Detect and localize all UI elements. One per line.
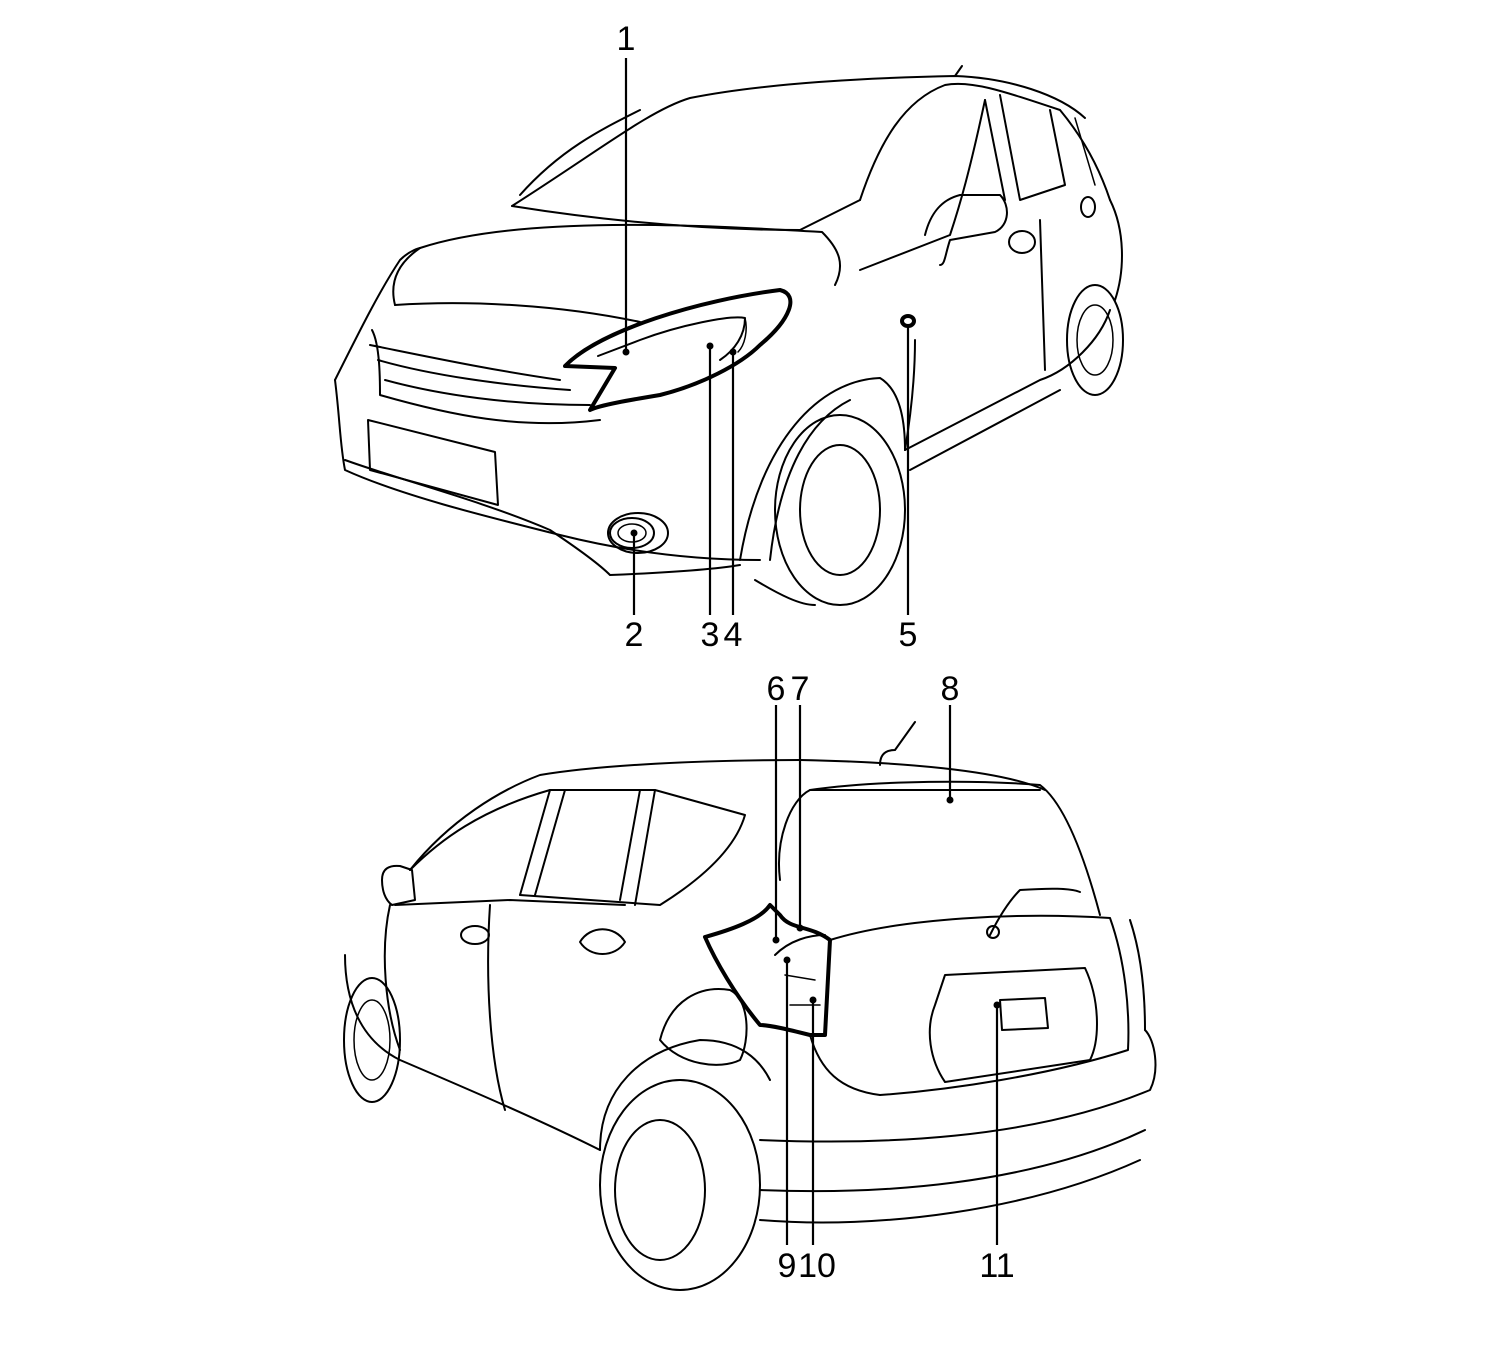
rear-view-car xyxy=(343,721,1157,1291)
callout-8: 8 xyxy=(941,670,960,708)
callout-9: 9 xyxy=(778,1247,797,1285)
leader-11-dot xyxy=(993,1001,1001,1009)
leader-7-dot xyxy=(796,924,804,932)
callout-10: 10 xyxy=(798,1247,836,1285)
callout-2: 2 xyxy=(625,616,644,654)
leader-3-dot xyxy=(706,342,714,350)
callout-7: 7 xyxy=(791,670,810,708)
callout-5: 5 xyxy=(899,616,918,654)
leader-10-dot xyxy=(809,996,817,1004)
leader-2-dot xyxy=(630,529,638,537)
leader-1-dot xyxy=(622,348,630,356)
leader-lines xyxy=(622,58,1001,1245)
callout-4: 4 xyxy=(724,616,743,654)
leader-9-dot xyxy=(783,956,791,964)
front-view-car xyxy=(334,65,1124,606)
callout-11: 11 xyxy=(979,1247,1014,1285)
callout-1: 1 xyxy=(617,20,636,58)
leader-4-dot xyxy=(729,348,737,356)
leader-8-dot xyxy=(946,796,954,804)
callout-labels: 1 2 3 4 5 6 7 8 9 10 11 xyxy=(617,20,1015,1285)
callout-6: 6 xyxy=(767,670,786,708)
leader-6-dot xyxy=(772,936,780,944)
callout-3: 3 xyxy=(701,616,720,654)
